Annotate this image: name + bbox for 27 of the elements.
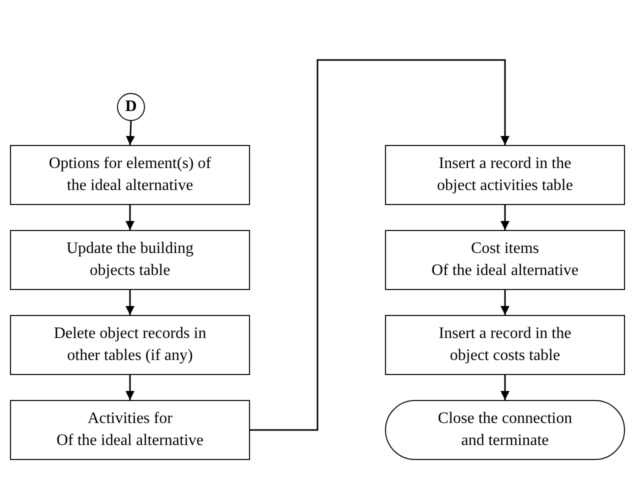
arrow — [126, 205, 134, 230]
node-text: Delete object records in other tables (if any) — [52, 324, 208, 366]
arrow — [126, 120, 135, 146]
node-text: Update the building objects table — [65, 239, 195, 281]
arrow — [500, 205, 510, 230]
arrow — [126, 290, 134, 315]
arrow — [250, 59, 510, 431]
connector-circle — [117, 93, 145, 121]
node-text: Of the ideal alternative — [431, 261, 579, 281]
node-text: Insert a record in the object activities table — [436, 154, 574, 196]
process-box — [10, 145, 250, 205]
arrow — [126, 375, 134, 400]
process-box — [385, 315, 625, 375]
node-text: Options for element(s) of the ideal alternative — [48, 154, 212, 196]
process-box — [10, 230, 250, 290]
arrow — [500, 290, 510, 315]
process-box — [385, 230, 625, 290]
arrow — [500, 375, 510, 400]
process-box — [10, 400, 250, 460]
node-text: Of the ideal alternative — [56, 431, 204, 451]
node-text: Cost items — [470, 239, 539, 259]
node-text: Insert a record in the object costs table — [438, 324, 572, 366]
process-box — [10, 315, 250, 375]
process-box — [385, 145, 625, 205]
node-text: Close the connection and terminate — [436, 409, 574, 451]
node-text: Activities for — [88, 409, 172, 429]
node-text: D — [125, 97, 137, 117]
